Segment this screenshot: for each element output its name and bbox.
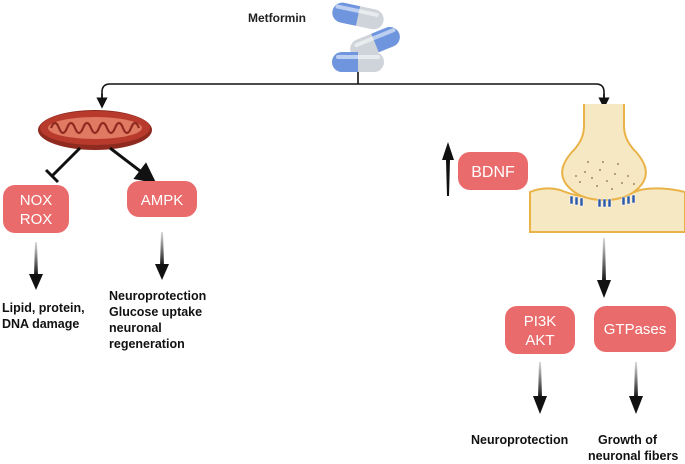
synapse-icon (529, 104, 685, 233)
inhibit-line-nox (50, 146, 82, 178)
bdnf-box: BDNF (458, 152, 528, 190)
up-arrow-icon (442, 142, 454, 196)
nox-rox-box: NOX ROX (3, 185, 69, 233)
gtpases-effect-line2: neuronal fibers (588, 449, 678, 463)
arrow-to-ampk (109, 146, 157, 184)
mitochondrion-icon (38, 110, 152, 150)
akt-label: AKT (525, 332, 554, 349)
nox-label: NOX (20, 192, 53, 209)
gtpases-box: GTPases (594, 306, 676, 352)
pi3k-akt-box: PI3K AKT (505, 306, 575, 354)
ampk-box: AMPK (127, 181, 197, 217)
ampk-label: AMPK (141, 192, 184, 209)
inhibit-bar-nox (44, 168, 60, 184)
down-arrow-pi3k (533, 362, 547, 414)
drug-title: Metformin (248, 11, 306, 25)
bdnf-label: BDNF (471, 164, 515, 181)
branch-connector (101, 72, 605, 101)
ampk-effect-line2: Glucose uptake (109, 305, 202, 319)
damage-label-line2: DNA damage (2, 317, 79, 331)
ampk-effect-line4: regeneration (109, 337, 185, 351)
pi3k-label: PI3K (524, 313, 557, 330)
gtpases-effect-line1: Growth of (598, 433, 658, 447)
rox-label: ROX (20, 211, 53, 228)
damage-label-line1: Lipid, protein, (2, 301, 85, 315)
gtpases-label: GTPases (604, 321, 667, 338)
down-arrow-nox (29, 242, 43, 290)
ampk-effect-line3: neuronal (109, 321, 162, 335)
ampk-effect-line1: Neuroprotection (109, 289, 206, 303)
down-arrow-gtpases (629, 362, 643, 414)
down-arrow-ampk (155, 232, 169, 280)
down-arrow-synapse (597, 238, 611, 298)
pi3k-effect-label: Neuroprotection (471, 433, 568, 447)
capsule-icon (332, 2, 400, 72)
